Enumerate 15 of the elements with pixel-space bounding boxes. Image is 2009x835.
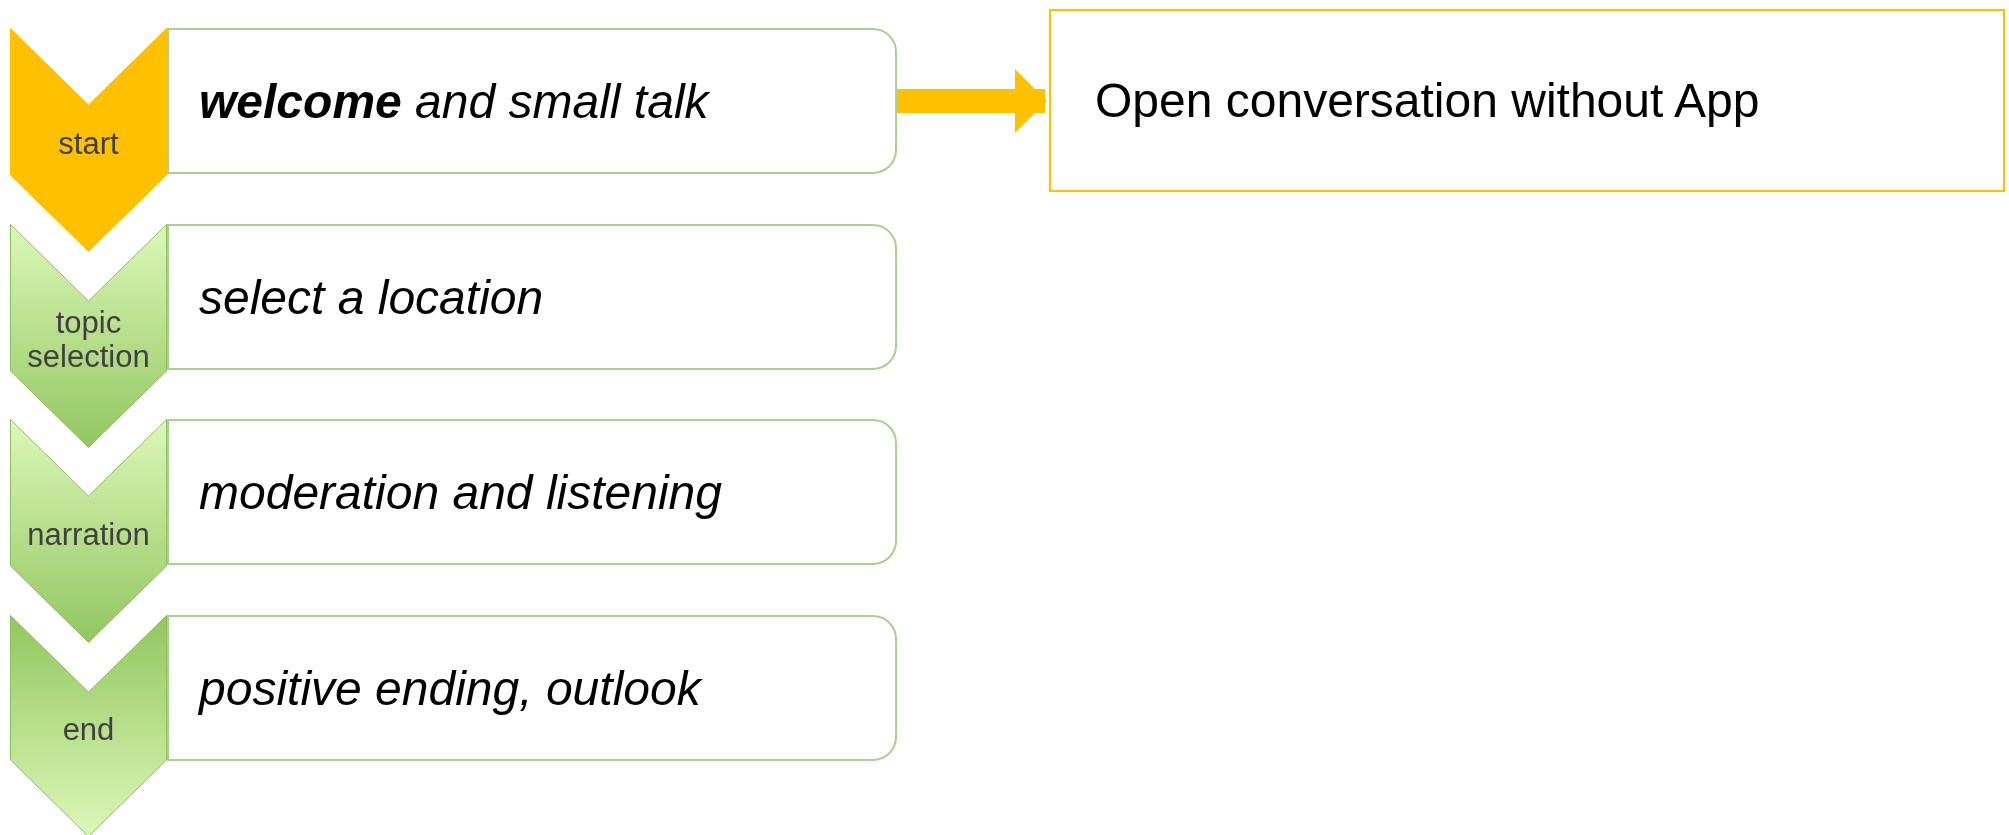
step-box <box>167 615 897 761</box>
step-label: start <box>57 127 120 161</box>
step-text: Open conversation without App <box>1095 73 1760 128</box>
step-label: topic selection <box>26 306 151 374</box>
step-box <box>167 419 897 565</box>
step-box <box>167 224 897 370</box>
arrow <box>897 69 1047 133</box>
step-box <box>167 28 897 174</box>
step-label: end <box>61 713 116 747</box>
step-label: narration <box>26 518 151 552</box>
note-box <box>1049 9 2005 192</box>
step-text: positive ending, outlook <box>199 660 701 716</box>
step-text: moderation and listening <box>199 464 722 520</box>
step-text: welcome and small talk <box>199 73 709 129</box>
step-text: select a location <box>199 269 544 325</box>
